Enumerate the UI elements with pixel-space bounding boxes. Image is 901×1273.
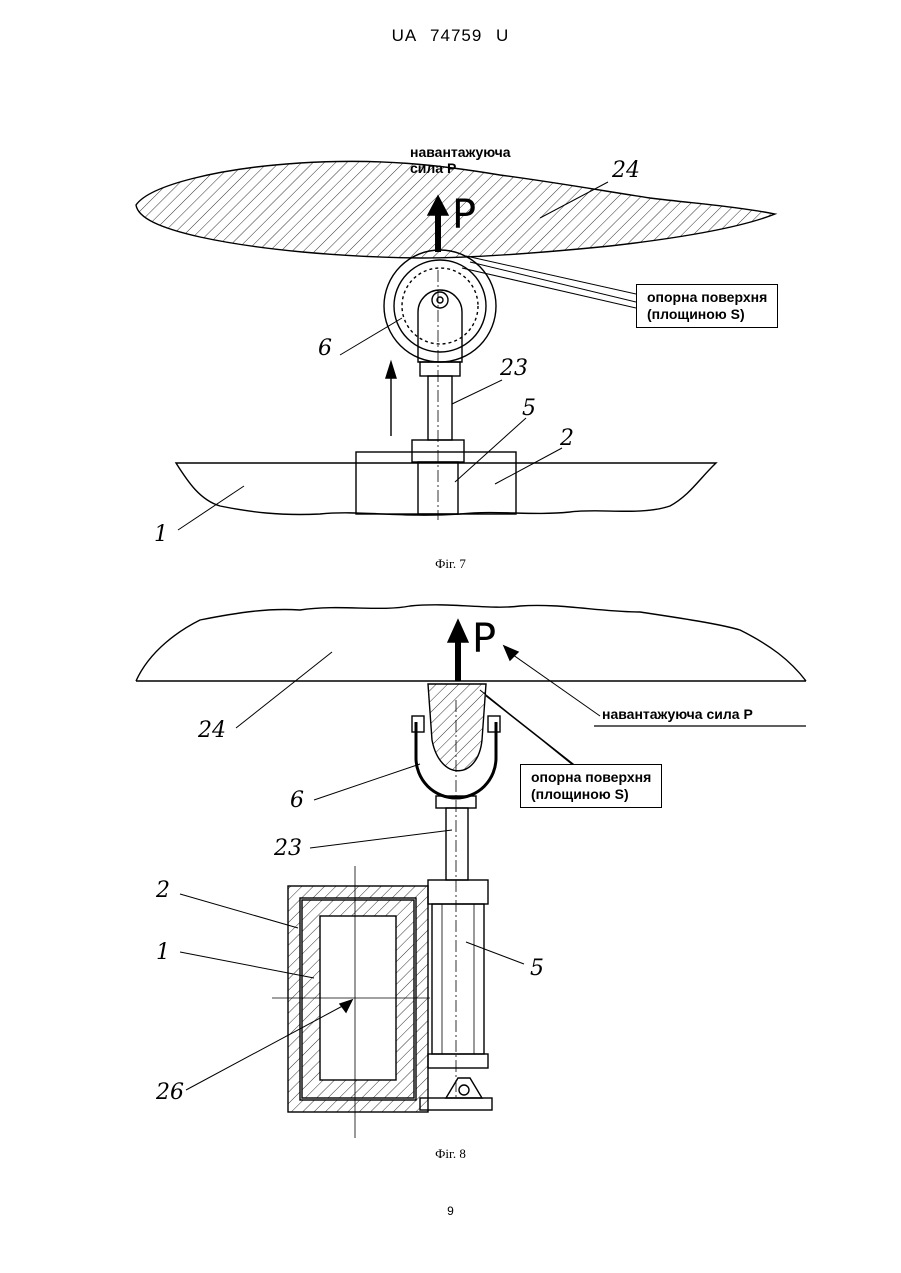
- fig8-cylinder-5: [432, 904, 484, 1054]
- fig7-rod-23: [428, 376, 452, 440]
- fig8-wheel-6: [428, 684, 486, 771]
- fig8-part-1: 1: [156, 940, 170, 965]
- fig7-part-1: 1: [154, 522, 168, 547]
- fig7-base-1: [176, 463, 716, 515]
- fig7-part-24: 24: [612, 158, 640, 183]
- fig7-part-2: 2: [560, 426, 574, 451]
- fig7-force-letter: P: [452, 192, 476, 238]
- fig8-drawing: [136, 605, 806, 1138]
- fig7-part-6: 6: [318, 336, 332, 361]
- fig7-collar-top: [420, 362, 460, 376]
- fig8-part-26: 26: [156, 1080, 184, 1105]
- fig8-support-label: опорна поверхня (площиною S): [520, 764, 662, 808]
- fig8-cylinder-foot: [428, 1054, 488, 1068]
- fig7-wheel-rim: [394, 260, 486, 352]
- fig7-support-label: опорна поверхня (площиною S): [636, 284, 778, 328]
- fig8-caption: Фіг. 8: [0, 1146, 901, 1162]
- fig8-object-24: [136, 605, 806, 681]
- fig7-housing-2: [356, 452, 516, 514]
- fig7-wheel-inner: [402, 268, 478, 344]
- fig8-load-label: навантажуюча сила Р: [602, 706, 753, 722]
- fig7-part-23: 23: [500, 356, 528, 381]
- fig8-collar-mid: [428, 880, 488, 904]
- fig7-load-label: навантажуюча сила Р: [410, 144, 511, 176]
- fig7-axle: [432, 292, 448, 308]
- fig7-wheel-outer: [384, 250, 496, 362]
- fig7-fork: [418, 290, 462, 362]
- page-number: 9: [0, 1204, 901, 1218]
- fig8-part-6: 6: [290, 788, 304, 813]
- fig8-part-2: 2: [156, 878, 170, 903]
- fig7-caption: Фіг. 7: [0, 556, 901, 572]
- fig8-part-23: 23: [274, 836, 302, 861]
- fig8-rod-23: [446, 808, 468, 880]
- fig8-base-plate: [420, 1098, 492, 1110]
- fig8-part-5: 5: [530, 956, 544, 981]
- fig8-force-letter: P: [472, 616, 496, 662]
- fig8-part-24: 24: [198, 718, 226, 743]
- fig7-part-5: 5: [522, 396, 536, 421]
